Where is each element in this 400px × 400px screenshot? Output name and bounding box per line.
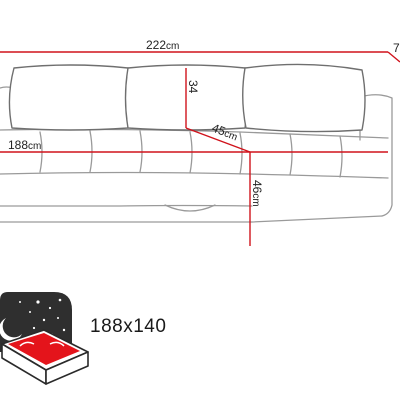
seat-height-label: 46cm bbox=[250, 180, 264, 207]
back-cushion-right bbox=[242, 63, 366, 133]
sofa-bed-outline bbox=[0, 86, 393, 223]
width-total-label: 222cm bbox=[146, 38, 179, 52]
back-cushions bbox=[8, 63, 366, 133]
depth-right-label: 7 bbox=[393, 41, 400, 55]
stars-icon bbox=[19, 298, 66, 335]
sleeping-area-size-label: 188x140 bbox=[90, 316, 166, 337]
moon-icon bbox=[0, 318, 22, 341]
sleeping-area-icon bbox=[0, 292, 89, 385]
back-cushion-left bbox=[8, 64, 132, 131]
seat-depth-label: 45cm bbox=[210, 121, 240, 144]
dimension-lines bbox=[0, 51, 400, 246]
dimension-labels: 222cm 7 34 45cm 188cm 46cm bbox=[8, 38, 400, 207]
seat-width-label: 188cm bbox=[8, 138, 41, 152]
mattress-icon bbox=[1, 329, 89, 385]
backrest-height-label: 34 bbox=[186, 80, 200, 94]
